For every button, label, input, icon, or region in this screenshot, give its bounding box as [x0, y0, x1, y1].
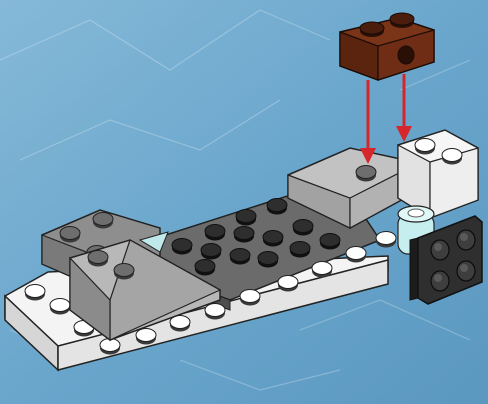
white-2x2-brick	[398, 130, 478, 218]
